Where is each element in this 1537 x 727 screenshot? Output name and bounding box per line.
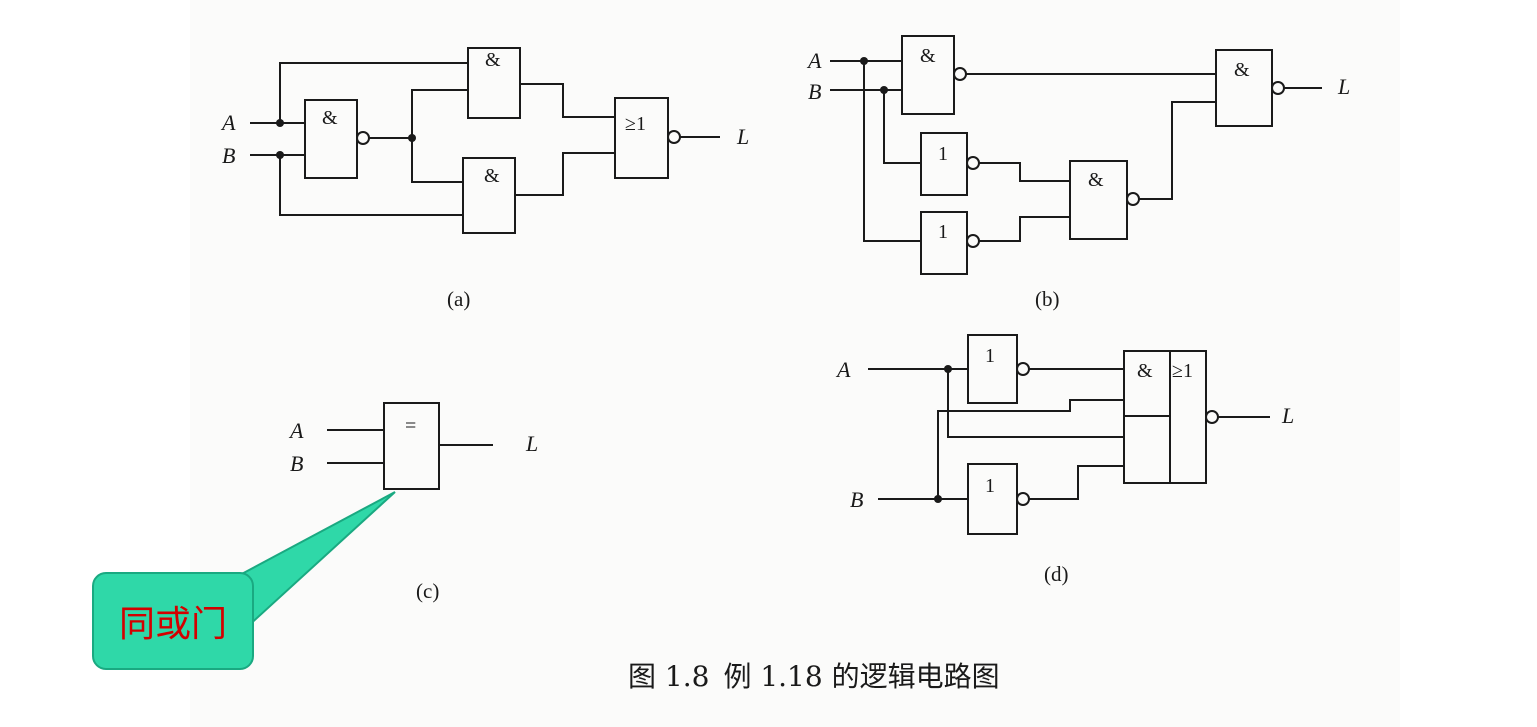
junction-dots: [276, 57, 952, 503]
circuit-a: [250, 47, 720, 234]
subfigure-label-d: (d): [1044, 562, 1069, 586]
label-c-output: L: [525, 431, 538, 456]
label-d-input-a: A: [835, 357, 851, 382]
inversion-bubble: [1205, 410, 1219, 424]
inversion-bubble: [1016, 492, 1030, 506]
inversion-bubble: [1016, 362, 1030, 376]
gate-a-or: [614, 97, 669, 179]
gate-symbol-and: &: [322, 107, 338, 129]
subfigure-label-c: (c): [416, 579, 439, 603]
circuit-c: [327, 402, 493, 490]
label-b-output: L: [1337, 74, 1350, 99]
label-d-input-b: B: [850, 487, 863, 512]
inversion-bubble: [1271, 81, 1285, 95]
subfigure-label-a: (a): [447, 287, 470, 311]
gate-symbol-not: 1: [985, 345, 995, 367]
circuit-b: [830, 35, 1322, 275]
callout-box: 同或门: [92, 572, 254, 670]
gate-symbol-and: &: [1234, 59, 1250, 81]
inversion-bubble: [966, 234, 980, 248]
inversion-bubble: [966, 156, 980, 170]
label-a-input-b: B: [222, 143, 235, 168]
figure-caption: 图 1.8 例 1.18 的逻辑电路图: [628, 655, 1014, 695]
gate-symbol-and: &: [1137, 360, 1153, 382]
gate-symbol-and: &: [485, 49, 501, 71]
gate-symbol-not: 1: [985, 475, 995, 497]
inversion-bubble: [356, 131, 370, 145]
subfigure-label-b: (b): [1035, 287, 1060, 311]
gate-symbol-xnor: =: [405, 415, 416, 437]
gate-symbol-or: ≥1: [1172, 360, 1193, 382]
callout-text: 同或门: [118, 604, 227, 645]
inversion-bubble: [667, 130, 681, 144]
gate-symbol-or: ≥1: [625, 113, 646, 135]
gate-symbol-and: &: [484, 165, 500, 187]
inversion-bubble: [953, 67, 967, 81]
label-b-input-a: A: [806, 48, 822, 73]
label-a-input-a: A: [220, 110, 236, 135]
label-c-input-a: A: [288, 418, 304, 443]
caption-number: 图 1.8: [628, 660, 710, 693]
label-d-output: L: [1281, 403, 1294, 428]
gate-symbol-not: 1: [938, 143, 948, 165]
caption-text: 例 1.18 的逻辑电路图: [723, 660, 1000, 693]
inversion-bubble: [1126, 192, 1140, 206]
circuit-d: [868, 334, 1270, 535]
label-a-output: L: [736, 124, 749, 149]
gate-symbol-not: 1: [938, 221, 948, 243]
label-b-input-b: B: [808, 79, 821, 104]
gate-symbol-and: &: [1088, 169, 1104, 191]
scanned-page: [190, 0, 1400, 727]
label-c-input-b: B: [290, 451, 303, 476]
gate-symbol-and: &: [920, 45, 936, 67]
